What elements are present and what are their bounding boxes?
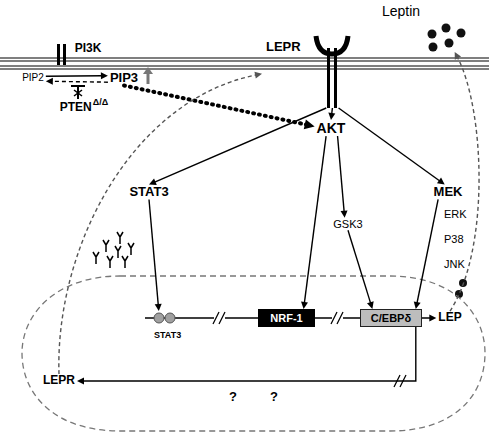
promoter-box: C/EBPδ [360, 309, 422, 327]
node-text: LEPR [266, 40, 301, 55]
node-text: PI3K [75, 42, 102, 56]
arrow-head [101, 72, 108, 79]
signal-arrow [450, 52, 479, 311]
connector-line [46, 75, 102, 77]
promoter-box: NRF-1 [258, 309, 315, 327]
ligand-label: Leptin [380, 2, 470, 52]
connector-line [304, 136, 326, 303]
gene-line [145, 317, 360, 319]
gene-knockout-label: PTENΔ/Δ [58, 101, 110, 115]
node-text: NRF-1 [270, 312, 302, 325]
arrow-head [77, 377, 84, 384]
arrow-head [304, 119, 315, 129]
nucleus-outline [22, 276, 485, 431]
kinase-label: AKT [315, 120, 348, 136]
connector-line [339, 108, 441, 181]
arrow-head [367, 301, 374, 309]
receptor-icons [93, 232, 134, 268]
node-text: LEP [438, 311, 461, 325]
arrow-head [429, 314, 436, 321]
connector-line [348, 230, 371, 303]
arrow-head [437, 178, 445, 185]
superscript-text: Δ/Δ [93, 97, 108, 107]
node-text: LEPR [43, 374, 75, 388]
signal-arrow [77, 327, 416, 384]
connector-line [83, 327, 416, 381]
connector-line [154, 108, 326, 182]
receptor-label: LEPR [262, 32, 350, 108]
arrow-head [155, 304, 162, 311]
node-text: STAT3 [154, 330, 181, 340]
arrow-head [301, 302, 308, 309]
arrow-head [328, 113, 335, 120]
inhibition-symbol [71, 86, 85, 99]
binding-site [154, 313, 175, 323]
connector-line [149, 199, 158, 305]
signal-arrow [328, 108, 335, 120]
arrow-head [414, 301, 421, 309]
arrow-head [341, 210, 348, 217]
node-text: Leptin [382, 3, 420, 19]
node-text: PIP2 [22, 72, 44, 84]
signal-arrow [422, 314, 436, 321]
increase-arrow [143, 67, 153, 84]
connector-line [124, 85, 307, 124]
arrow-head [46, 78, 53, 85]
pi3k-symbol [63, 44, 66, 65]
connector-line [51, 81, 107, 83]
lipid-label: PIP2 [20, 72, 46, 84]
enzyme-label: PI3K [73, 42, 104, 56]
signal-arrow [149, 199, 162, 311]
pi3k-symbol [57, 44, 60, 65]
connector-line [417, 199, 438, 303]
signal-arrow [301, 136, 326, 309]
node-text: MEK [434, 185, 463, 200]
node-text: STAT3 [129, 185, 168, 200]
arrow-head [455, 52, 461, 60]
node-text: AKT [317, 120, 346, 136]
cell-membrane [0, 58, 489, 69]
gene-label: LEPR [41, 374, 77, 388]
binding-site: STAT3 [150, 311, 194, 345]
signal-arrow [59, 72, 262, 374]
connector-line [59, 75, 257, 374]
arrow-head [254, 72, 262, 79]
connector-line [338, 136, 345, 212]
node-text: PTEN [60, 101, 92, 115]
signal-arrow [46, 72, 108, 79]
node-text: ERK P38 JNK [444, 208, 467, 270]
unknown-mark: ? [229, 389, 237, 404]
node-text: PIP3 [110, 71, 138, 86]
kinase-label: GSK3 [331, 218, 364, 231]
signal-arrow [149, 108, 326, 185]
gene-label: LEP [436, 311, 463, 325]
node-text: GSK3 [333, 218, 362, 231]
kinase-label: MEK [432, 185, 465, 200]
signal-arrow [414, 199, 438, 309]
kinase-list: ERK P38 JNK [444, 201, 467, 276]
signal-arrow [339, 108, 445, 185]
unknown-mark: ? [270, 389, 278, 404]
lipid-label: PIP3 [108, 71, 140, 86]
transcription-factor-label: STAT3 [127, 185, 170, 200]
signal-arrow [338, 136, 348, 218]
signal-arrow [348, 230, 374, 309]
signal-arrow [124, 85, 315, 129]
node-text: C/EBPδ [371, 312, 411, 325]
receptor-symbol [316, 36, 348, 108]
signal-arrow [46, 78, 108, 85]
